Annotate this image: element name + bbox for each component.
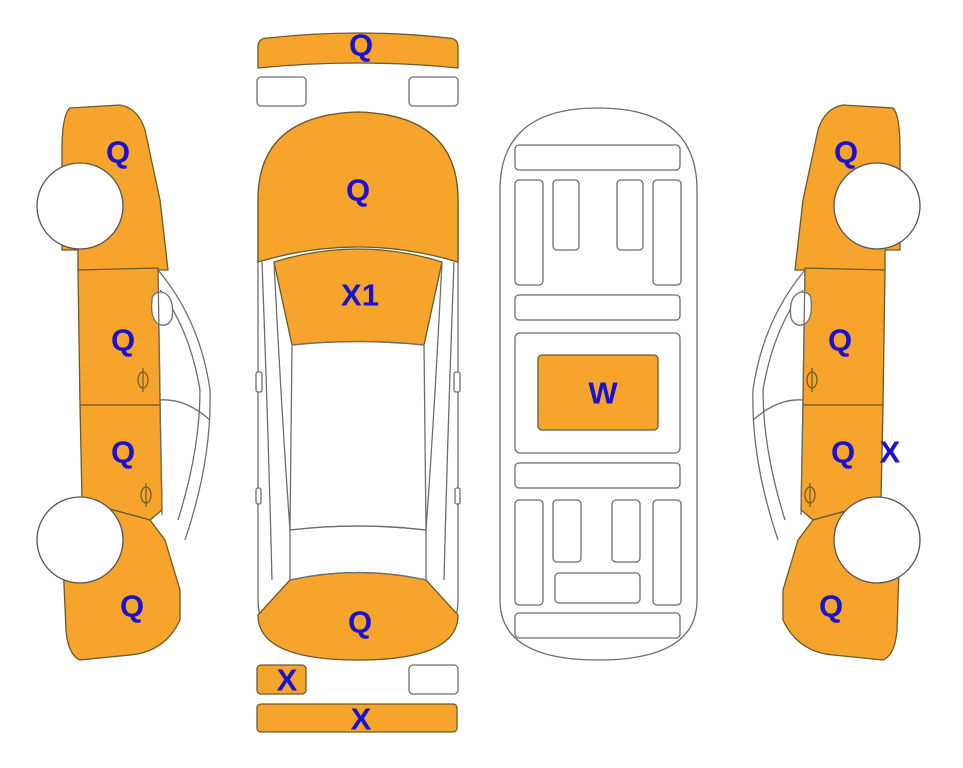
- left-rear-door-handle: [140, 483, 152, 507]
- right-front-wheel: [833, 162, 921, 250]
- rear-left-light-panel[interactable]: [256, 664, 307, 695]
- under-rear-left-inner: [552, 499, 582, 563]
- trunk-label: Q: [348, 605, 372, 640]
- underbody-floor-label: W: [588, 376, 618, 411]
- left-rear-door-label: Q: [111, 435, 135, 470]
- top-left-handle: [255, 487, 262, 505]
- left-rear-wheel: [36, 496, 124, 584]
- top-left-side-line-2: [273, 261, 291, 531]
- underbody-floor-panel[interactable]: [537, 354, 659, 431]
- right-rear-quarter-label: Q: [819, 589, 843, 624]
- rear-right-light: [408, 664, 459, 695]
- right-rear-door-label: Q: [831, 435, 855, 470]
- top-roof-outline: [289, 340, 427, 531]
- top-right-side-line-2: [425, 261, 443, 531]
- right-side-glass-inner: [762, 289, 804, 521]
- right-front-door-label: Q: [828, 323, 852, 358]
- top-view: Q Q X1 Q X X: [255, 28, 461, 737]
- left-side-view: Q Q Q Q: [36, 104, 211, 661]
- left-side-glass-outline: [157, 269, 211, 541]
- right-roof-line: [752, 399, 804, 421]
- right-side-view: Q Q Q X Q: [752, 104, 921, 661]
- under-mid-bar-2: [514, 462, 681, 489]
- right-rear-door-handle: [804, 483, 816, 507]
- under-front-left-rail: [514, 179, 544, 286]
- left-mirror: [150, 291, 174, 326]
- left-front-wheel: [36, 162, 124, 250]
- under-front-right-inner: [616, 179, 644, 251]
- left-front-door-label: Q: [111, 323, 135, 358]
- right-front-fender-label: Q: [834, 135, 858, 170]
- under-rear-left-rail: [514, 499, 544, 606]
- top-right-side-line: [443, 261, 455, 581]
- left-door-divider: [157, 269, 163, 516]
- under-front-right-rail: [652, 179, 682, 286]
- top-right-handle: [454, 487, 461, 505]
- front-right-light: [408, 76, 459, 107]
- right-door-divider: [800, 269, 806, 516]
- front-left-light: [256, 76, 307, 107]
- right-mirror: [789, 291, 813, 326]
- under-rear-bar: [514, 612, 681, 639]
- left-rear-quarter-label: Q: [120, 589, 144, 624]
- underbody-outline: [499, 107, 698, 661]
- windshield-label: X1: [341, 278, 379, 313]
- rear-window-outline: [289, 525, 427, 581]
- right-side-glass-outline: [752, 269, 806, 541]
- left-roof-line: [159, 399, 211, 421]
- top-right-mirror: [453, 371, 461, 393]
- left-front-door-handle: [137, 368, 149, 392]
- top-left-side-line: [261, 261, 273, 581]
- underbody-view: W: [499, 107, 698, 661]
- under-front-bar: [514, 144, 681, 171]
- rear-bumper-label: X: [351, 702, 372, 737]
- hood-label: Q: [346, 173, 370, 208]
- right-front-door-handle: [806, 368, 818, 392]
- left-front-fender-label: Q: [106, 135, 130, 170]
- left-side-glass-inner: [159, 289, 201, 521]
- under-mid-bar-1: [514, 294, 681, 321]
- right-rear-wheel: [833, 496, 921, 584]
- under-rear-right-inner: [611, 499, 641, 563]
- under-rear-right-rail: [652, 499, 682, 606]
- hood-panel[interactable]: [257, 111, 459, 263]
- rear-left-light-label: X: [277, 663, 298, 698]
- top-left-mirror: [255, 371, 263, 393]
- front-bumper-panel[interactable]: [257, 32, 459, 69]
- under-front-left-inner: [552, 179, 580, 251]
- under-rear-cross: [554, 572, 641, 604]
- front-bumper-label: Q: [349, 28, 373, 63]
- right-rear-door-extra-label: X: [880, 435, 901, 470]
- rear-bumper-panel[interactable]: [256, 703, 458, 733]
